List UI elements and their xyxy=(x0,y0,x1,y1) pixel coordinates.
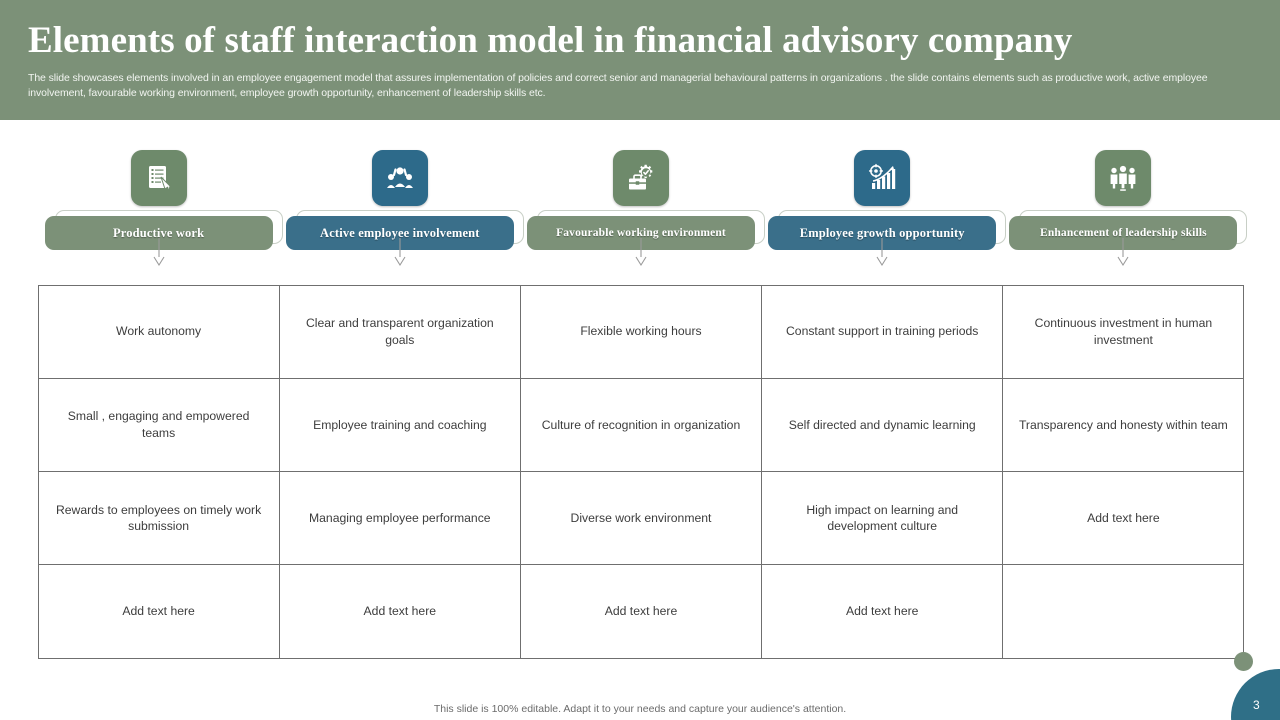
page-title: Elements of staff interaction model in f… xyxy=(28,20,1073,61)
briefcase-gear-icon xyxy=(613,150,669,206)
page-subtitle: The slide showcases elements involved in… xyxy=(28,71,1208,100)
category-columns: Productive work xyxy=(38,150,1248,270)
grid-cell[interactable]: Flexible working hours xyxy=(519,284,763,379)
grid-cell[interactable]: Self directed and dynamic learning xyxy=(761,377,1004,472)
content-grid: Work autonomy Clear and transparent orga… xyxy=(37,284,1245,659)
category-column-enhancement-of-leadership-skills: Enhancement of leadership skills xyxy=(1003,150,1248,270)
grid-cell[interactable]: Culture of recognition in organization xyxy=(519,377,763,472)
grid-cell[interactable]: Clear and transparent organization goals xyxy=(278,284,521,379)
category-bar-wrap-4: Employee growth opportunity xyxy=(768,210,1007,250)
grid-cell[interactable]: Add text here xyxy=(37,564,280,659)
grid-cell[interactable]: Managing employee performance xyxy=(278,471,521,566)
connector-arrow-3 xyxy=(633,238,649,270)
grid-cell[interactable]: Continuous investment in human investmen… xyxy=(1002,284,1245,379)
category-column-active-employee-involvement: Active employee involvement xyxy=(279,150,524,270)
category-column-productive-work: Productive work xyxy=(38,150,283,270)
grid-cell[interactable]: Employee training and coaching xyxy=(278,377,521,472)
slide-header: Elements of staff interaction model in f… xyxy=(0,0,1280,120)
footer-note: This slide is 100% editable. Adapt it to… xyxy=(433,703,847,715)
category-bar-4[interactable]: Employee growth opportunity xyxy=(768,216,997,250)
page-number: 3 xyxy=(1253,698,1260,712)
grid-cell[interactable]: High impact on learning and development … xyxy=(761,471,1004,566)
grid-cell[interactable]: Add text here xyxy=(761,564,1004,659)
grid-cell[interactable]: Add text here xyxy=(519,564,763,659)
growth-chart-icon xyxy=(854,150,911,206)
grid-cell[interactable]: Work autonomy xyxy=(37,284,280,379)
grid-cell[interactable]: Constant support in training periods xyxy=(761,284,1004,379)
grid-cell[interactable]: Add text here xyxy=(278,564,521,659)
people-group-icon xyxy=(371,150,428,206)
category-column-employee-growth-opportunity: Employee growth opportunity xyxy=(762,150,1007,270)
connector-arrow-2 xyxy=(392,238,408,270)
document-pen-icon xyxy=(130,150,187,206)
three-people-icon xyxy=(1095,150,1152,206)
grid-cell[interactable]: Small , engaging and empowered teams xyxy=(37,377,280,472)
grid-cell[interactable]: Add text here xyxy=(1002,471,1245,566)
grid-cell[interactable]: Rewards to employees on timely work subm… xyxy=(37,471,280,566)
grid-cell[interactable]: Diverse work environment xyxy=(519,471,763,566)
decorative-dot xyxy=(1234,652,1253,671)
connector-arrow-5 xyxy=(1115,238,1131,270)
category-column-favourable-working-environment: Favourable working environment xyxy=(520,150,765,270)
grid-cell[interactable] xyxy=(1002,564,1245,659)
page-number-badge xyxy=(1231,669,1280,720)
connector-arrow-1 xyxy=(151,238,167,270)
connector-arrow-4 xyxy=(874,238,890,270)
grid-cell[interactable]: Transparency and honesty within team xyxy=(1002,377,1245,472)
